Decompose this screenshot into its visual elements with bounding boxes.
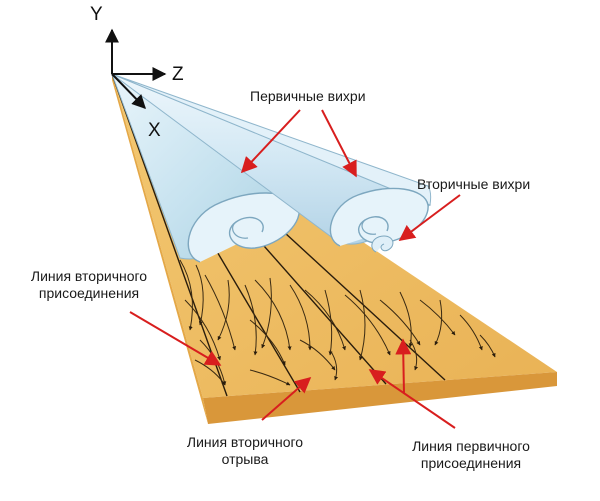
arrow-secondary-vortex bbox=[398, 194, 461, 241]
axes bbox=[105, 28, 167, 110]
wing-left-edge bbox=[112, 74, 208, 424]
label-primary-attachment-line2: присоединения bbox=[420, 455, 522, 471]
label-secondary-vortices: Вторичные вихри bbox=[417, 176, 531, 192]
label-secondary-separation: Линия вторичного отрыва bbox=[170, 434, 320, 468]
label-secondary-attachment-line1: Линия вторичного bbox=[30, 268, 148, 284]
wing-edge bbox=[203, 372, 557, 424]
x-axis bbox=[111, 73, 146, 110]
z-axis-label: Z bbox=[172, 64, 184, 85]
arrow-secondary-separation bbox=[261, 376, 312, 421]
label-primary-attachment: Линия первичного присоединения bbox=[396, 438, 546, 472]
arrow-primary-left bbox=[240, 109, 301, 174]
label-secondary-separation-line2: отрыва bbox=[221, 451, 269, 467]
callout-arrows bbox=[129, 109, 461, 429]
label-secondary-separation-line1: Линия вторичного bbox=[186, 434, 304, 450]
label-secondary-attachment: Линия вторичного присоединения bbox=[14, 268, 164, 302]
arrow-primary-attachment-2 bbox=[395, 338, 412, 395]
arrow-secondary-attachment bbox=[129, 311, 222, 366]
label-primary-vortices: Первичные вихри bbox=[250, 88, 366, 104]
x-axis-label: X bbox=[148, 120, 161, 141]
arrow-primary-right bbox=[321, 109, 357, 178]
arrow-primary-attachment-1 bbox=[368, 369, 456, 429]
secondary-separation-line bbox=[111, 73, 228, 397]
y-axis-label: Y bbox=[90, 4, 103, 25]
label-primary-attachment-line1: Линия первичного bbox=[412, 438, 530, 454]
label-secondary-attachment-line2: присоединения bbox=[38, 285, 140, 301]
